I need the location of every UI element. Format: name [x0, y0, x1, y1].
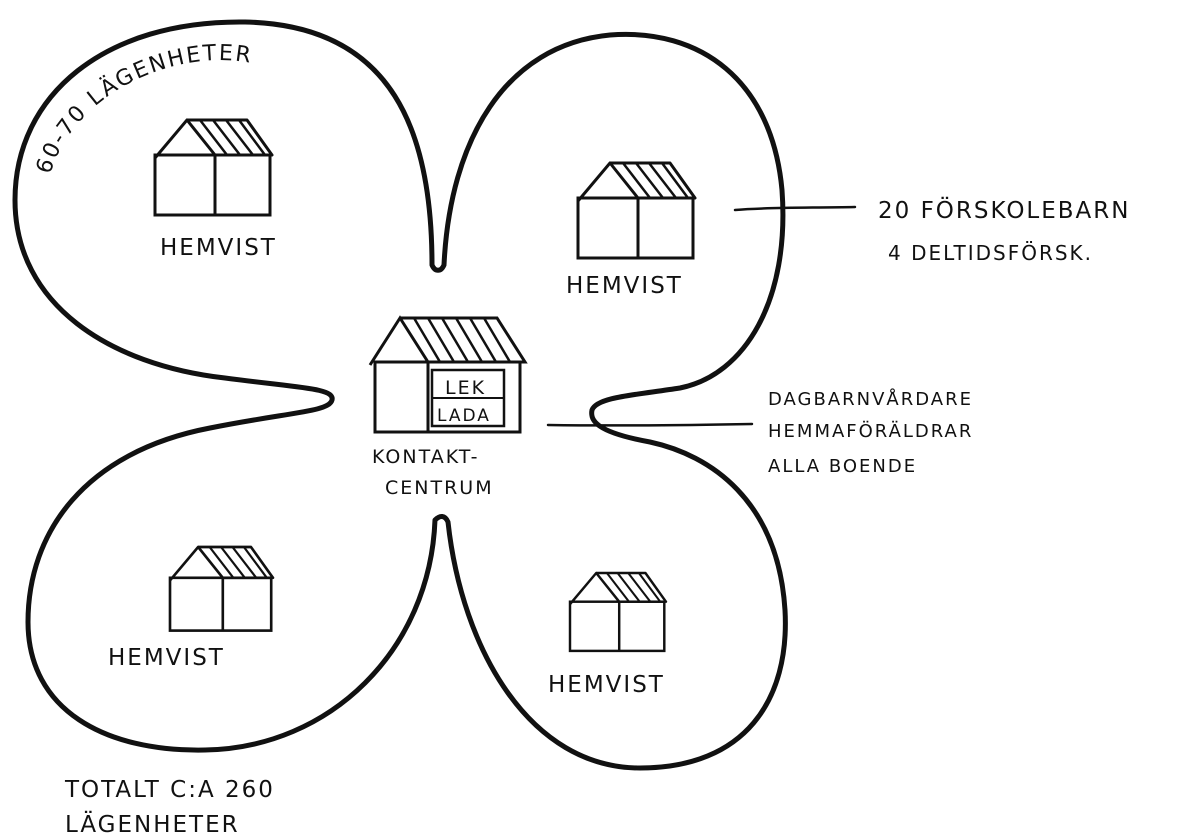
house-bottom-left	[168, 545, 275, 632]
house-label-bottom-right: HEMVIST	[548, 672, 665, 698]
center-label-line1: KONTAKT-	[372, 446, 479, 468]
footer-line2: LÄGENHETER	[65, 810, 240, 838]
footer-line1: TOTALT C:A 260	[64, 777, 275, 803]
annotation-top-line1: 20 FÖRSKOLEBARN	[878, 196, 1130, 224]
center-sign-line1: LEK	[445, 377, 486, 399]
house-bottom-right	[568, 571, 668, 653]
house-label-top-left: HEMVIST	[160, 235, 277, 261]
cloverleaf-outline	[12, 19, 788, 771]
house-top-left	[153, 118, 274, 217]
annotation-mid-line3: ALLA BOENDE	[768, 456, 917, 477]
center-label-line2: CENTRUM	[385, 477, 494, 499]
center-house	[368, 315, 528, 434]
annotation-top-line2: 4 DELTIDSFÖRSK.	[888, 241, 1093, 265]
house-top-right	[576, 161, 697, 260]
house-label-bottom-left: HEMVIST	[108, 645, 225, 671]
leader-line-mid	[546, 422, 754, 427]
center-sign-line2: LADA	[437, 406, 491, 426]
annotation-mid-line2: HEMMAFÖRÄLDRAR	[768, 420, 973, 442]
annotation-mid-line1: DAGBARNVÅRDARE	[768, 388, 973, 410]
leader-line-top	[733, 205, 857, 212]
house-label-top-right: HEMVIST	[566, 273, 683, 299]
